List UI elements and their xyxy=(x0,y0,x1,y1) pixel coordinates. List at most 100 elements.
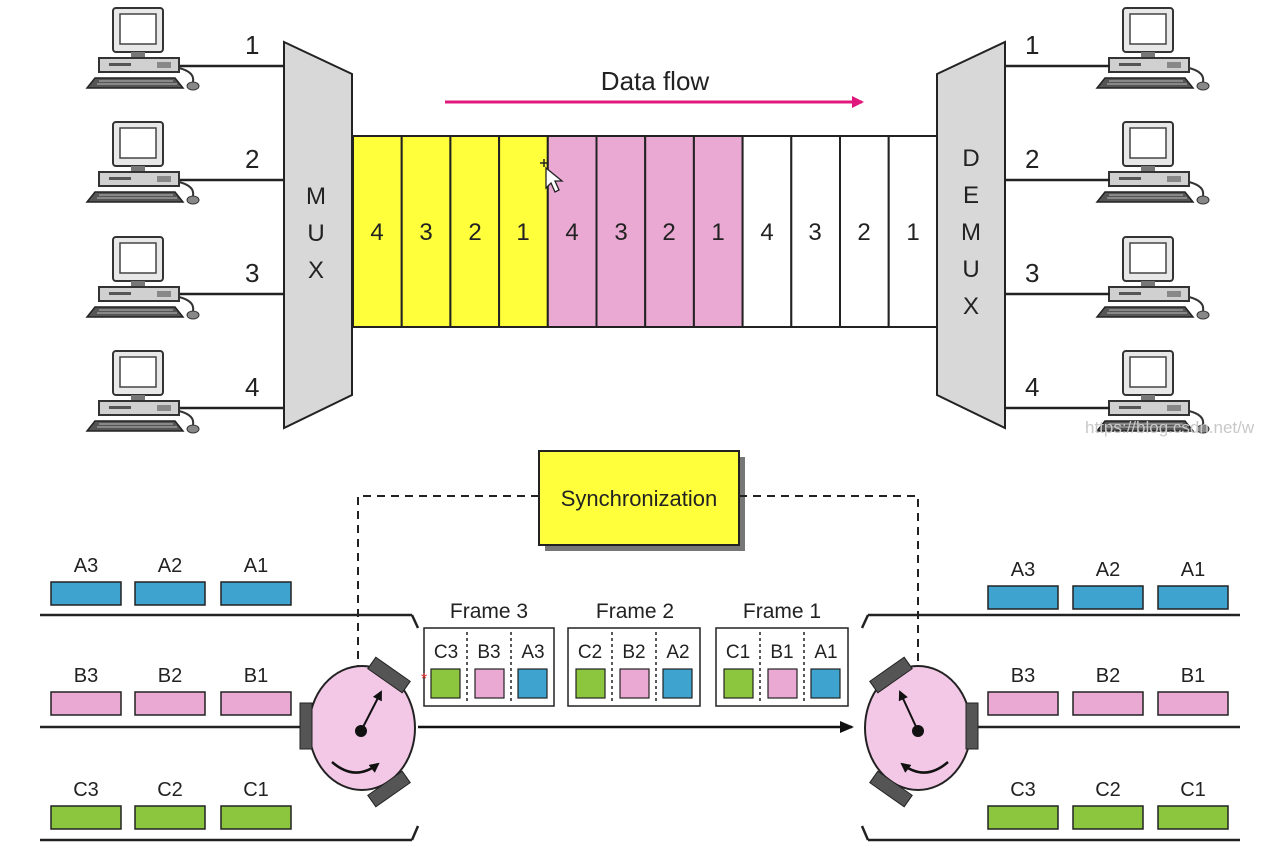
computer-icon xyxy=(1096,7,1210,91)
input-block-b xyxy=(220,691,292,716)
input-block-a xyxy=(50,581,122,606)
frame-2 xyxy=(567,627,701,707)
sync-label: Synchronization xyxy=(561,486,718,511)
frame-slot-label: C1 xyxy=(726,642,750,663)
input-block-label: A1 xyxy=(244,555,268,577)
mux-letter: M xyxy=(306,183,326,210)
stream-cell-label: 2 xyxy=(662,219,675,246)
stream-cell-white xyxy=(887,135,939,328)
input-block-label: C3 xyxy=(73,779,99,801)
stream-cell-yellow xyxy=(352,135,403,328)
input-line-number: 4 xyxy=(245,372,259,402)
output-line-number: 2 xyxy=(1025,144,1039,174)
frame-slot-c xyxy=(723,668,754,699)
frame-3 xyxy=(423,627,555,707)
input-block-c xyxy=(50,805,122,830)
frame-slot-b xyxy=(767,668,798,699)
demux-letter: E xyxy=(963,182,979,209)
input-block-b xyxy=(134,691,206,716)
output-block-b xyxy=(1157,691,1229,716)
input-line-number: 1 xyxy=(245,30,259,60)
stream-cell-label: 1 xyxy=(906,219,919,246)
stream-cell-white xyxy=(741,135,793,328)
stream-cell-label: 1 xyxy=(711,219,724,246)
watermark: https://blog.csdn.net/w xyxy=(1085,418,1255,437)
computer-icon xyxy=(86,236,200,320)
frame-slot-label: A2 xyxy=(666,642,689,663)
stream-cell-yellow xyxy=(449,135,501,328)
input-block-c xyxy=(220,805,292,830)
frame-slot-label: B3 xyxy=(477,642,500,663)
frame-slot-label: C3 xyxy=(434,642,458,663)
input-block-label: A3 xyxy=(74,555,98,577)
output-block-label: A2 xyxy=(1096,559,1120,581)
input-block-a xyxy=(134,581,206,606)
stream-cell-white xyxy=(839,135,890,328)
output-block-b xyxy=(987,691,1059,716)
stream-cell-label: 3 xyxy=(419,219,432,246)
output-block-label: C3 xyxy=(1010,779,1036,801)
right-commutator xyxy=(864,656,979,808)
input-block-label: C1 xyxy=(243,779,269,801)
frame-slot-label: A1 xyxy=(814,642,837,663)
stream-cell-label: 4 xyxy=(370,219,383,246)
output-block-label: B1 xyxy=(1181,665,1205,687)
commutator-contact xyxy=(869,770,913,808)
output-block-label: A3 xyxy=(1011,559,1035,581)
sync-box xyxy=(538,450,740,546)
stream-cell-label: 3 xyxy=(808,219,821,246)
output-block-label: C1 xyxy=(1180,779,1206,801)
computer-icon xyxy=(86,121,200,205)
multiplexed-stream xyxy=(352,135,939,328)
stream-cell-label: 1 xyxy=(516,219,529,246)
data-flow-label: Data flow xyxy=(601,66,710,96)
frame-slot-a xyxy=(517,668,548,699)
input-block-label: C2 xyxy=(157,779,183,801)
output-line-number: 1 xyxy=(1025,30,1039,60)
frame-slot-label: C2 xyxy=(578,642,602,663)
output-line-number: 3 xyxy=(1025,258,1039,288)
commutator-contact xyxy=(299,702,313,750)
demux-letter: D xyxy=(962,145,979,172)
commutator-contact xyxy=(965,702,979,750)
left-connection-lines xyxy=(180,64,284,410)
frame-slot-label: A3 xyxy=(521,642,544,663)
commutator-contact xyxy=(367,656,411,694)
frame-slot-c xyxy=(575,668,606,699)
input-block-b xyxy=(50,691,122,716)
frame-label: Frame 2 xyxy=(596,600,674,623)
frame-slot-a xyxy=(662,668,693,699)
left-commutator xyxy=(299,656,416,808)
computer-icon xyxy=(86,7,200,91)
input-block-c xyxy=(134,805,206,830)
output-block-a xyxy=(1157,585,1229,610)
stream-cell-label: 4 xyxy=(760,219,773,246)
output-block-a xyxy=(1072,585,1144,610)
output-line-number: 4 xyxy=(1025,372,1039,402)
output-block-label: B2 xyxy=(1096,665,1120,687)
input-block-label: A2 xyxy=(158,555,182,577)
output-block-c xyxy=(1157,805,1229,830)
output-block-label: C2 xyxy=(1095,779,1121,801)
input-line-number: 3 xyxy=(245,258,259,288)
commutator-contact xyxy=(367,770,411,808)
output-block-c xyxy=(987,805,1059,830)
input-line-number: 2 xyxy=(245,144,259,174)
frame-slot-c xyxy=(430,668,461,699)
computer-icon xyxy=(1096,121,1210,205)
right-connection-lines xyxy=(1005,64,1110,410)
frame-slot-a xyxy=(810,668,841,699)
sync-dashed-lines xyxy=(357,495,919,732)
stream-cell-label: 4 xyxy=(565,219,578,246)
frame-slot-label: B2 xyxy=(622,642,645,663)
left-channel-lines xyxy=(40,613,420,842)
commutator-contact xyxy=(869,656,913,694)
stream-cell-pink xyxy=(692,135,744,328)
stream-cell-label: 2 xyxy=(468,219,481,246)
frame-label: Frame 1 xyxy=(743,600,821,623)
mouse-cursor-icon xyxy=(540,159,564,193)
computer-icon xyxy=(1096,236,1210,320)
stream-cell-yellow xyxy=(498,135,549,328)
output-block-label: A1 xyxy=(1181,559,1205,581)
red-asterisk: * xyxy=(421,671,427,688)
